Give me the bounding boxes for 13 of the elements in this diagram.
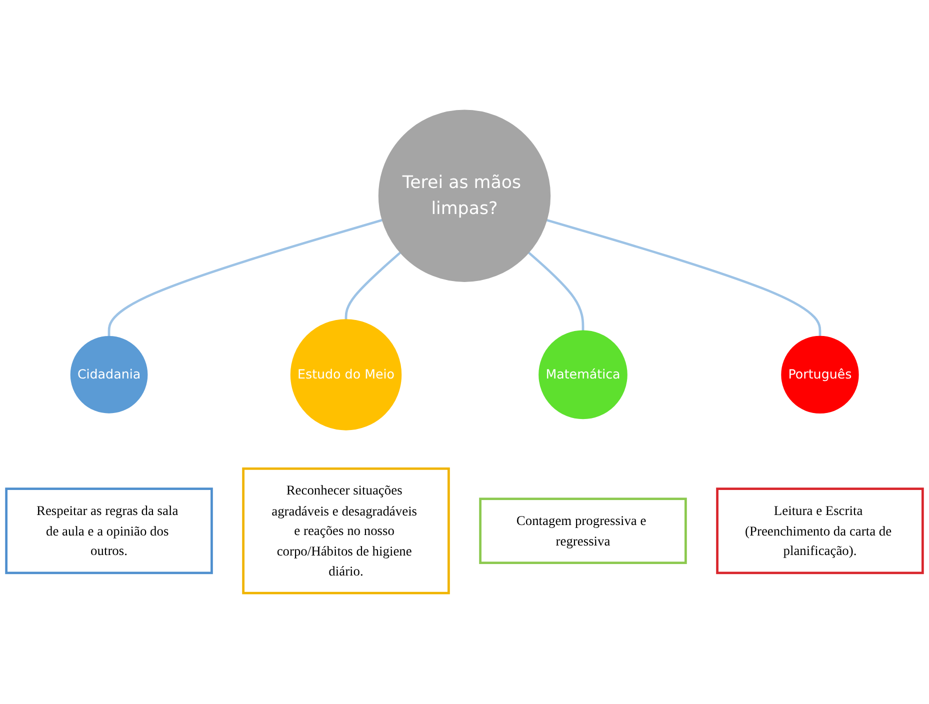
node-box: Respeitar as regras da sala de aula e a opinião dos outros. bbox=[5, 488, 213, 574]
connector bbox=[108, 218, 384, 338]
node-circle: Cidadania bbox=[70, 336, 148, 414]
connector bbox=[527, 251, 584, 332]
connector bbox=[546, 218, 822, 338]
node-circle: Matemática bbox=[538, 330, 628, 420]
node-circle: Português bbox=[781, 336, 859, 414]
node-circle: Terei as mãos limpas? bbox=[378, 110, 551, 282]
connector bbox=[344, 251, 402, 320]
node-box: Leitura e Escrita (Preenchimento da carta de planificação). bbox=[716, 488, 924, 574]
node-box: Contagem progressiva e regressiva bbox=[479, 498, 687, 564]
node-box: Reconhecer situações agradáveis e desagradáveis e reações no nosso corpo/Hábitos de higiene diário. bbox=[242, 467, 450, 594]
node-circle: Estudo do Meio bbox=[290, 319, 402, 430]
